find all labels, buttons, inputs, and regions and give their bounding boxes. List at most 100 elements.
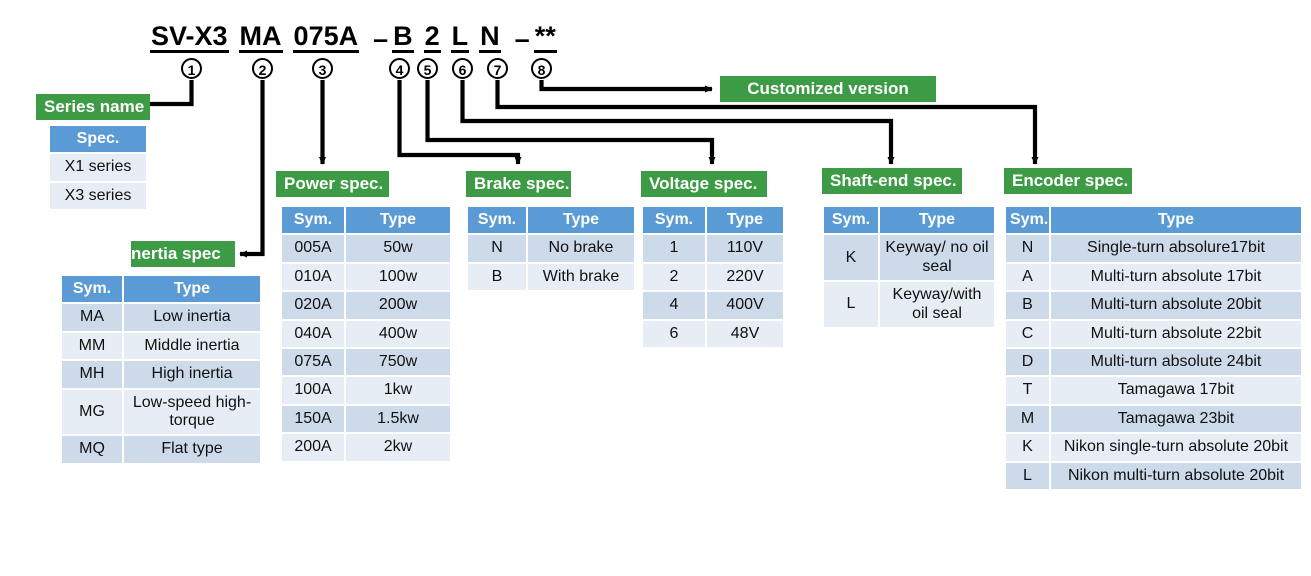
inertia-sym: MG — [62, 389, 122, 435]
encoder-type: Multi-turn absolute 17bit — [1051, 263, 1301, 291]
wire-1 — [135, 80, 194, 108]
shaft-type: Keyway/ no oil seal — [880, 235, 994, 281]
encoder-sym: M — [1006, 405, 1049, 433]
power-type: 1kw — [346, 377, 450, 404]
model-code-token-10: ** — [533, 22, 557, 54]
encoder-sym: N — [1006, 235, 1049, 262]
encoder-col-sym: Sym. — [1006, 207, 1049, 234]
label-voltage-spec: Voltage spec. — [641, 171, 767, 197]
model-code-token-1: SV-X3 — [150, 22, 229, 54]
callout-6: 6 — [452, 58, 473, 79]
label-customized-version: Customized version — [720, 76, 936, 102]
voltage-type: 110V — [707, 235, 783, 262]
inertia-type: High inertia — [124, 361, 260, 388]
label-inertia-spec: nertia spec — [131, 241, 235, 267]
callout-5: 5 — [417, 58, 438, 79]
label-brake-spec: Brake spec. — [466, 171, 571, 197]
shaft-col-type: Type — [880, 207, 994, 234]
power-col-sym: Sym. — [282, 207, 344, 234]
voltage-type: 48V — [707, 320, 783, 347]
encoder-sym: A — [1006, 263, 1049, 291]
brake-sym: N — [468, 235, 526, 262]
shaft-sym: L — [824, 282, 878, 327]
encoder-sym: D — [1006, 348, 1049, 376]
brake-type: No brake — [528, 235, 634, 262]
model-code-token-8: N — [479, 22, 501, 54]
label-power-spec: Power spec. — [276, 171, 389, 197]
power-sym: 040A — [282, 320, 344, 347]
inertia-type: Low inertia — [124, 304, 260, 331]
table-series: Spec. X1 series X3 series — [48, 124, 148, 211]
label-encoder-spec: Encoder spec. — [1004, 168, 1132, 194]
callout-1: 1 — [181, 58, 202, 79]
power-sym: 200A — [282, 434, 344, 461]
power-sym: 150A — [282, 405, 344, 433]
model-code-token-3: 075A — [292, 22, 360, 54]
wire-8 — [539, 80, 713, 93]
voltage-type: 220V — [707, 263, 783, 291]
voltage-type: 400V — [707, 292, 783, 319]
wire-6 — [460, 80, 895, 165]
series-col-spec: Spec. — [50, 126, 146, 153]
encoder-type: Tamagawa 17bit — [1051, 377, 1301, 404]
wire-7 — [495, 80, 1039, 165]
wire-5 — [425, 80, 716, 165]
wire-4 — [397, 80, 522, 165]
inertia-sym: MM — [62, 332, 122, 360]
encoder-col-type: Type — [1051, 207, 1301, 234]
power-sym: 075A — [282, 348, 344, 376]
callout-7: 7 — [487, 58, 508, 79]
power-sym: 020A — [282, 292, 344, 319]
inertia-col-sym: Sym. — [62, 276, 122, 303]
series-cell: X3 series — [50, 182, 146, 210]
callout-2: 2 — [252, 58, 273, 79]
encoder-sym: L — [1006, 462, 1049, 489]
power-type: 400w — [346, 320, 450, 347]
power-type: 200w — [346, 292, 450, 319]
encoder-sym: K — [1006, 434, 1049, 461]
power-sym: 010A — [282, 263, 344, 291]
callout-4: 4 — [389, 58, 410, 79]
power-type: 2kw — [346, 434, 450, 461]
encoder-type: Multi-turn absolute 20bit — [1051, 292, 1301, 319]
power-type: 50w — [346, 235, 450, 262]
voltage-sym: 4 — [643, 292, 705, 319]
voltage-sym: 1 — [643, 235, 705, 262]
encoder-sym: T — [1006, 377, 1049, 404]
shaft-type: Keyway/with oil seal — [880, 282, 994, 327]
inertia-type: Low-speed high-torque — [124, 389, 260, 435]
power-sym: 005A — [282, 235, 344, 262]
model-code-token-4: – — [373, 24, 389, 54]
encoder-type: Multi-turn absolute 24bit — [1051, 348, 1301, 376]
brake-col-type: Type — [528, 207, 634, 234]
inertia-type: Middle inertia — [124, 332, 260, 360]
encoder-type: Single-turn absolure17bit — [1051, 235, 1301, 262]
model-code-token-7: L — [450, 22, 470, 54]
shaft-col-sym: Sym. — [824, 207, 878, 234]
